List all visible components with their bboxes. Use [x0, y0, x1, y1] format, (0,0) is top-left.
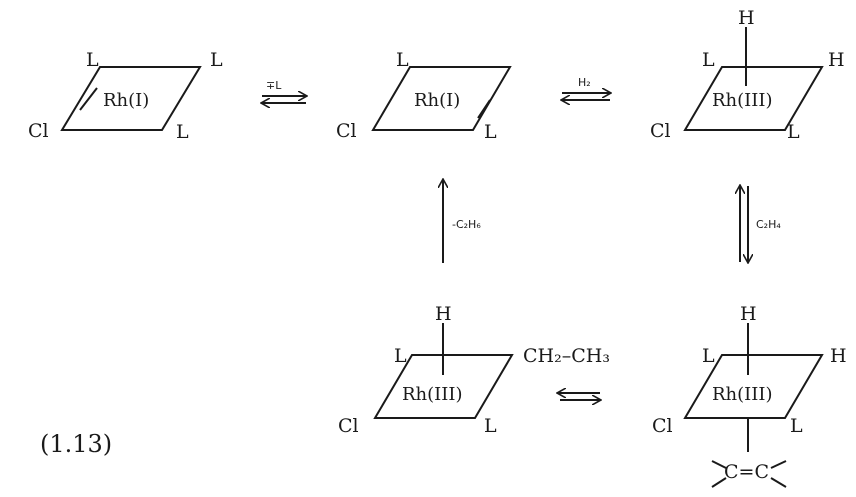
arrow-label: ∓L [266, 79, 282, 92]
ligand-label: L [394, 345, 407, 367]
ligand-label: L [484, 121, 497, 143]
hydride-label: H [830, 345, 847, 367]
ligand-label: L [484, 415, 497, 437]
arrow-label: -C₂H₆ [452, 218, 481, 231]
equilibrium-arrow-insertion [558, 393, 600, 400]
ligand-label: L [210, 49, 223, 71]
ligand-label: L [787, 121, 800, 143]
square-plane [373, 354, 514, 419]
chloride-label: Cl [650, 120, 671, 142]
chloride-label: Cl [28, 120, 49, 142]
chloride-label: Cl [338, 415, 359, 437]
hydride-label: H [828, 49, 845, 71]
equilibrium-arrow-ethylene: C₂H₄ [740, 186, 781, 262]
hydride-label: H [740, 303, 757, 325]
chloride-label: Cl [336, 120, 357, 142]
equilibrium-arrow-hydrogen: H₂ [562, 76, 610, 100]
metal-label: Rh(III) [712, 384, 773, 405]
ligand-label: L [702, 49, 715, 71]
arrow-label: C₂H₄ [756, 218, 781, 231]
metal-label: Rh(I) [103, 90, 149, 111]
ligand-label: L [86, 49, 99, 71]
bond-line [79, 87, 98, 111]
ligand-label: L [790, 415, 803, 437]
ligand-label: L [176, 121, 189, 143]
bond-line [477, 99, 491, 119]
metal-label: Rh(III) [402, 384, 463, 405]
square-plane [371, 66, 512, 131]
ethyl-label: CH₂–CH₃ [523, 345, 610, 367]
ligand-label: L [396, 49, 409, 71]
arrow-label: H₂ [578, 76, 591, 89]
complex-rh1-bis-ligand: Rh(I) L Cl L [336, 49, 512, 143]
square-plane [60, 66, 202, 131]
complex-rh1-tris-ligand: Rh(I) L L Cl L [28, 49, 223, 143]
equation-number: (1.13) [40, 430, 112, 458]
reductive-elimination-arrow: -C₂H₆ [443, 180, 481, 263]
hydride-label: H [738, 7, 755, 29]
complex-rh3-hydride-ethyl: H L CH₂–CH₃ Rh(III) Cl L [338, 303, 610, 437]
metal-label: Rh(I) [414, 90, 460, 111]
complex-rh3-dihydride: H L H Rh(III) Cl L [650, 7, 845, 143]
square-plane [683, 66, 824, 131]
chloride-label: Cl [652, 415, 673, 437]
olefin-label: C=C [724, 461, 769, 483]
equilibrium-arrow-ligand-loss: ∓L [262, 79, 306, 103]
hydride-label: H [435, 303, 452, 325]
ligand-label: L [702, 345, 715, 367]
square-plane [683, 354, 824, 419]
complex-rh3-dihydride-ethylene: H L H Rh(III) Cl L C=C [652, 303, 847, 488]
metal-label: Rh(III) [712, 90, 773, 111]
